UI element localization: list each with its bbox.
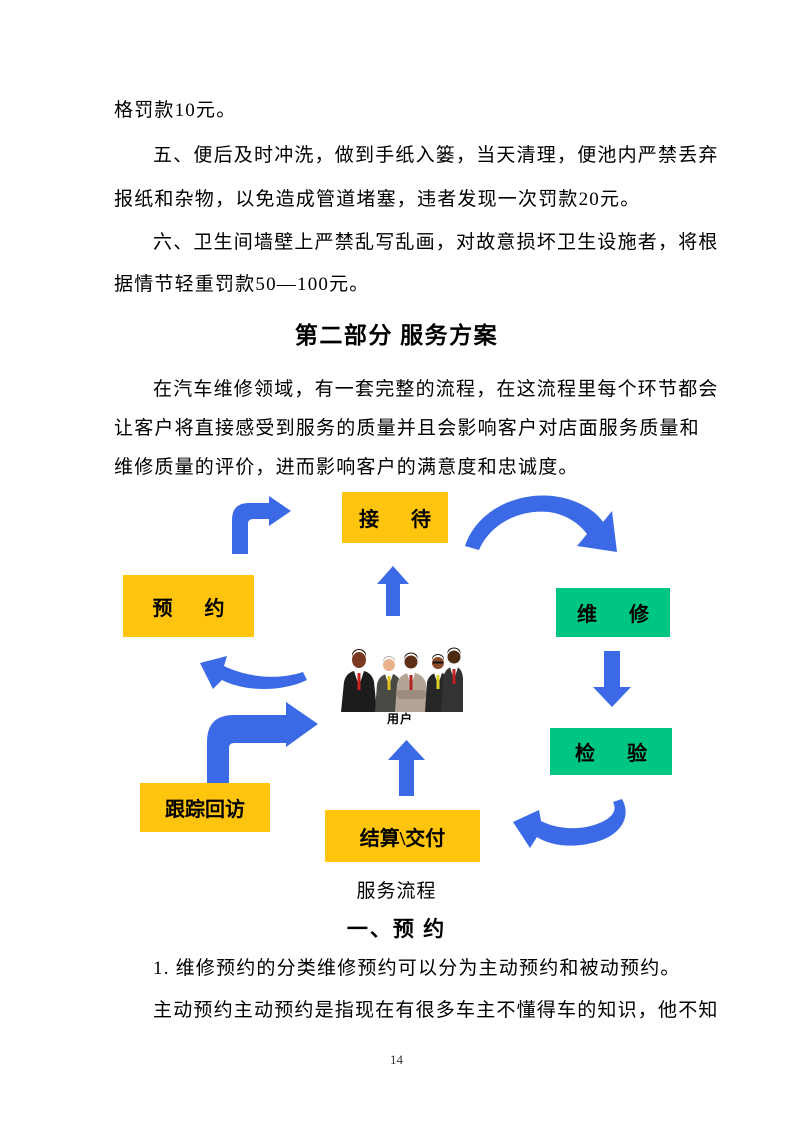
page-number: 14 [390,1052,403,1067]
paragraph-line: 六、卫生间墙壁上严禁乱写乱画，对故意损坏卫生设施者，将根 [153,232,719,253]
paragraph-line: 在汽车维修领域，有一套完整的流程，在这流程里每个环节都会 [153,379,719,400]
paragraph-line: 五、便后及时冲洗，做到手纸入篓，当天清理，便池内严禁丢弃 [153,145,719,166]
diagram-caption: 服务流程 [356,881,437,902]
paragraph-line: 格罚款10元。 [114,100,237,121]
customer-label: 用户 [386,712,413,726]
arrow-customer-to-appointment-icon [197,654,309,690]
part2-heading: 第二部分 服务方案 [294,323,499,348]
paragraph-line: 1. 维修预约的分类维修预约可以分为主动预约和被动预约。 [153,958,681,979]
node-reception: 接 待 [342,492,448,543]
arrow-followup-to-customer-icon [200,700,318,783]
node-inspection: 检 验 [550,728,672,775]
service-flow-diagram: 接 待 预 约 维 修 检 验 跟踪回访 结算\交付 [0,485,793,877]
section1-heading: 一、预 约 [346,917,447,941]
paragraph-line: 主动预约主动预约是指现在有很多车主不懂得车的知识，他不知 [153,1000,719,1021]
node-followup: 跟踪回访 [140,783,270,832]
arrow-settlement-to-customer-icon [388,740,425,796]
node-settlement: 结算\交付 [325,810,480,862]
arrow-inspection-to-settlement-icon [510,797,635,853]
paragraph-line: 维修质量的评价，进而影响客户的满意度和忠诚度。 [114,457,579,478]
arrow-reception-to-repair-icon [465,494,617,556]
paragraph-line: 据情节轻重罚款50—100元。 [114,274,370,295]
arrow-customer-to-reception-icon [377,566,409,616]
paragraph-line: 报纸和杂物，以免造成管道堵塞，违者发现一次罚款20元。 [114,189,641,210]
customers-image [337,646,463,717]
node-repair: 维 修 [556,588,670,637]
arrow-repair-to-inspection-icon [593,651,631,707]
paragraph-line: 让客户将直接感受到服务的质量并且会影响客户对店面服务质量和 [114,418,700,439]
arrow-appointment-to-reception-icon [225,496,291,554]
node-appointment: 预 约 [123,575,254,637]
